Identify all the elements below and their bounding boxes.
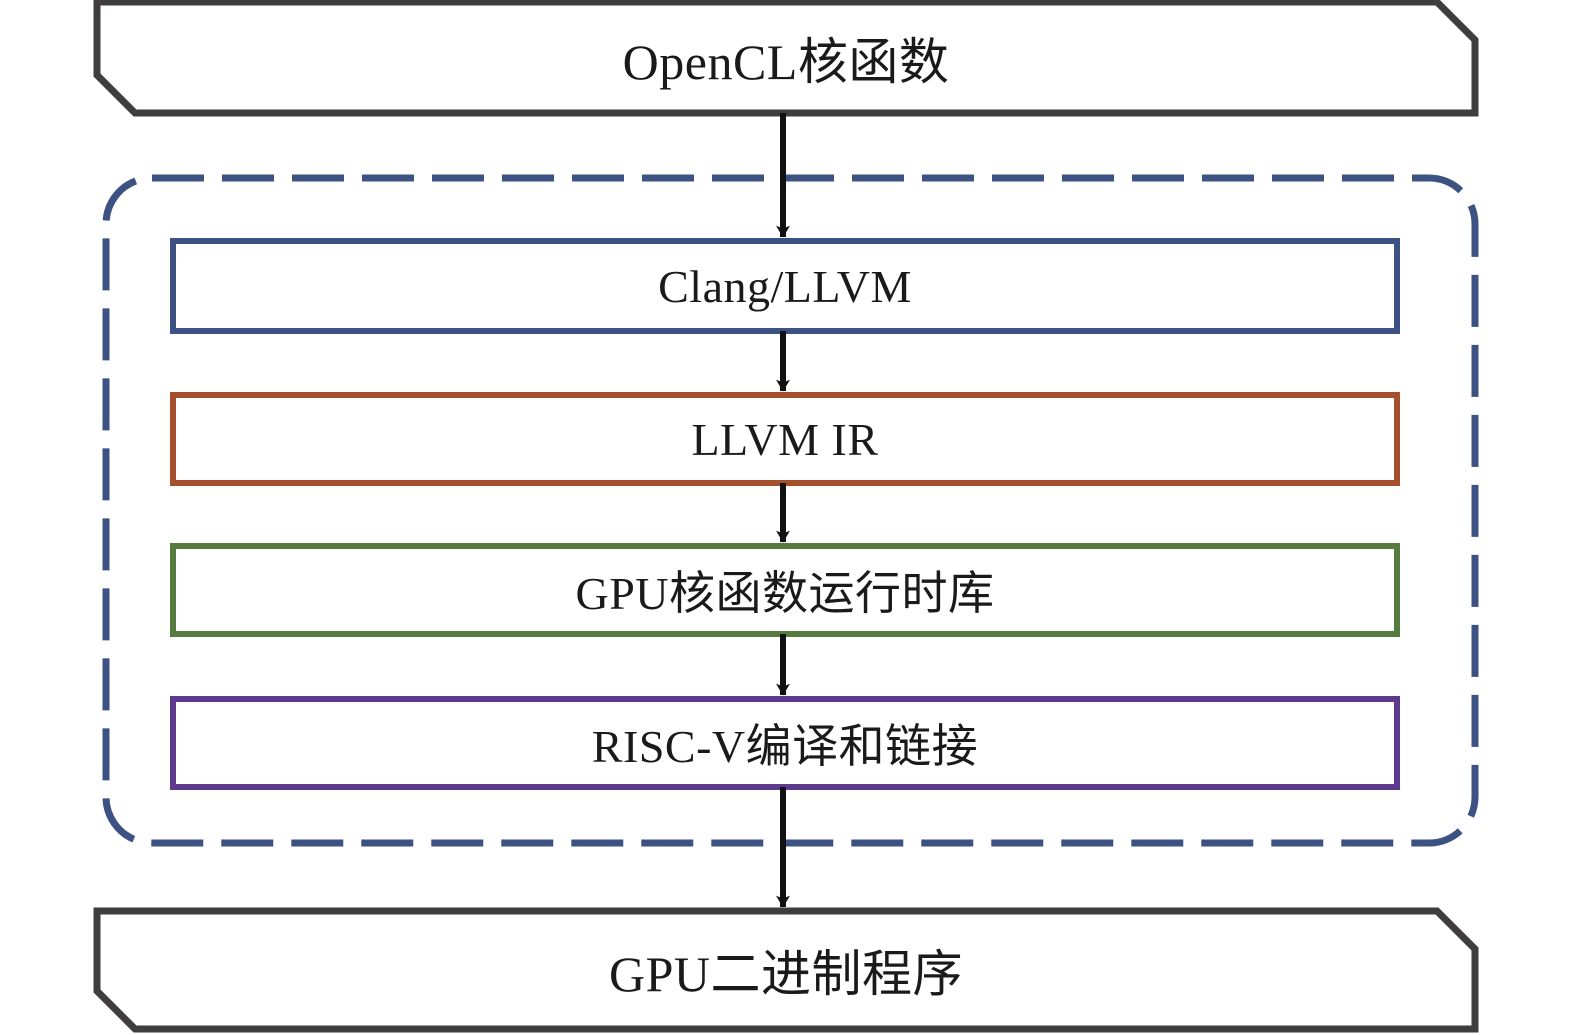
compiler-toolchain-group (102, 174, 1479, 847)
node-llvm-ir-shape (170, 392, 1400, 486)
node-clang-llvm-shape (170, 238, 1400, 334)
node-gpu-binary-shape (93, 907, 1479, 1033)
node-gpu-kernel-runtime-shape (170, 543, 1400, 637)
node-riscv-compile-link-shape (170, 696, 1400, 790)
node-opencl-kernel-shape (93, 0, 1479, 117)
